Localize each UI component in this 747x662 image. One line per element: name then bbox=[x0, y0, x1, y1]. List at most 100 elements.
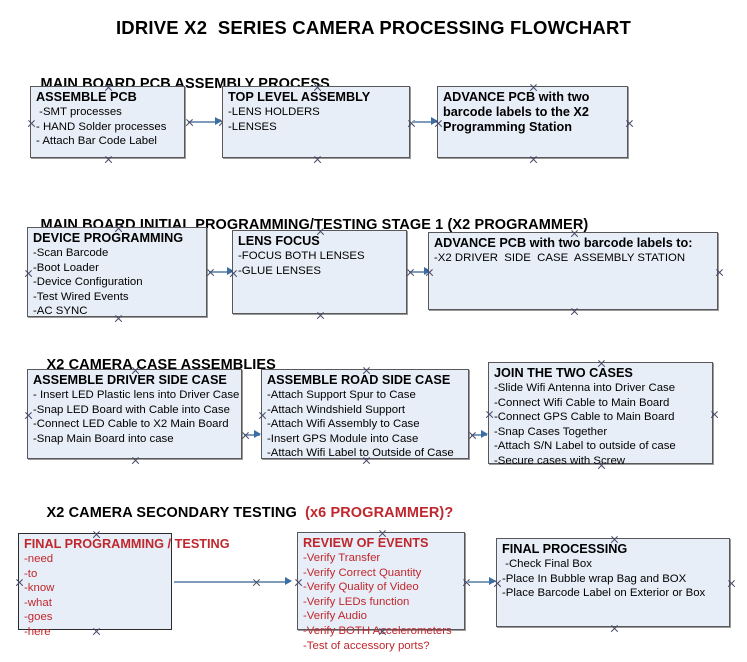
resize-handle-bottom[interactable] bbox=[104, 155, 113, 164]
resize-handle-left[interactable] bbox=[15, 578, 24, 587]
node-line: -FOCUS BOTH LENSES bbox=[238, 250, 365, 262]
node-line: -GLUE LENSES bbox=[238, 264, 321, 277]
node-line: -AC SYNC bbox=[33, 305, 88, 318]
node-line: -Scan Barcode bbox=[33, 247, 109, 259]
node-assemble-driver-side-case[interactable]: ASSEMBLE DRIVER SIDE CASE - Insert LED P… bbox=[27, 369, 242, 459]
node-assemble-pcb[interactable]: ASSEMBLE PCB -SMT processes - HAND Solde… bbox=[30, 86, 185, 158]
resize-handle-right[interactable] bbox=[710, 410, 719, 419]
node-advance-pcb-programming-station[interactable]: ADVANCE PCB with two barcode labels to t… bbox=[437, 86, 628, 158]
node-line: -Attach Wifi Label to Outside of Case bbox=[267, 447, 454, 460]
connector-7 bbox=[174, 581, 289, 583]
node-line: -to bbox=[24, 567, 38, 580]
node-line: -Insert GPS Module into Case bbox=[267, 432, 419, 445]
node-line: -Connect GPS Cable to Main Board bbox=[494, 411, 675, 424]
node-title: ADVANCE PCB with two barcode labels to: bbox=[434, 236, 693, 250]
connector-3 bbox=[209, 271, 231, 273]
node-line: -what bbox=[24, 596, 52, 609]
node-line: - HAND Solder processes bbox=[36, 120, 167, 133]
resize-handle-bottom[interactable] bbox=[316, 311, 325, 320]
node-line: -Test Wired Events bbox=[33, 290, 129, 303]
connector-7-arrowhead bbox=[285, 577, 292, 585]
node-title: ADVANCE PCB with two barcode labels to t… bbox=[443, 90, 590, 134]
node-line: - Insert LED Plastic lens into Driver Ca… bbox=[33, 389, 240, 401]
node-line: -Place Barcode Label on Exterior or Box bbox=[502, 587, 706, 600]
node-line: -Snap Cases Together bbox=[494, 425, 608, 438]
node-lens-focus[interactable]: LENS FOCUS -FOCUS BOTH LENSES -GLUE LENS… bbox=[232, 230, 407, 314]
node-final-processing[interactable]: FINAL PROCESSING -Check Final Box -Place… bbox=[496, 538, 730, 627]
node-title: ASSEMBLE ROAD SIDE CASE bbox=[267, 373, 451, 387]
node-title: JOIN THE TWO CASES bbox=[494, 366, 633, 380]
resize-handle-left[interactable] bbox=[27, 119, 36, 128]
node-line: - Attach Bar Code Label bbox=[36, 135, 157, 148]
node-title: ASSEMBLE PCB bbox=[36, 90, 137, 104]
resize-handle-right[interactable] bbox=[625, 119, 634, 128]
node-line: -Verify Quality of Video bbox=[303, 581, 419, 594]
node-line: -Verify Transfer bbox=[303, 552, 381, 564]
node-line: -Secure cases with Screw bbox=[494, 454, 626, 467]
node-review-of-events[interactable]: REVIEW OF EVENTS -Verify Transfer -Verif… bbox=[294, 532, 465, 652]
node-line: -Attach Windshield Support bbox=[267, 403, 406, 416]
node-device-programming[interactable]: DEVICE PROGRAMMING -Scan Barcode -Boot L… bbox=[27, 227, 207, 317]
node-line: -Place In Bubble wrap Bag and BOX bbox=[502, 572, 687, 585]
node-title: DEVICE PROGRAMMING bbox=[33, 231, 184, 245]
resize-handle-right[interactable] bbox=[407, 119, 416, 128]
section-heading-accent: (x6 PROGRAMMER)? bbox=[305, 505, 454, 521]
node-line: -Attach Wifi Assembly to Case bbox=[267, 418, 420, 431]
node-line: -Verify LEDs function bbox=[303, 595, 410, 608]
node-line: -Connect Wifi Cable to Main Board bbox=[494, 396, 670, 409]
resize-handle-bottom[interactable] bbox=[313, 155, 322, 164]
connector-2-arrowhead bbox=[431, 117, 438, 125]
resize-handle-right[interactable] bbox=[715, 268, 724, 277]
node-line: -know bbox=[24, 582, 55, 595]
node-line-overflow: -Test of accessory ports? bbox=[303, 639, 430, 652]
resize-handle-bottom[interactable] bbox=[131, 456, 140, 465]
section-heading-secondary-testing: X2 CAMERA SECONDARY TESTING (x6 PROGRAMM… bbox=[30, 489, 454, 537]
node-line: -LENSES bbox=[228, 120, 277, 133]
connector-4 bbox=[409, 271, 429, 273]
resize-handle-bottom[interactable] bbox=[529, 155, 538, 164]
node-top-level-assembly[interactable]: TOP LEVEL ASSEMBLY -LENS HOLDERS -LENSES bbox=[222, 86, 410, 158]
connector-8 bbox=[467, 581, 494, 583]
resize-handle-left[interactable] bbox=[24, 411, 33, 420]
resize-handle-left[interactable] bbox=[485, 410, 494, 419]
node-line: -Check Final Box bbox=[502, 558, 592, 570]
resize-handle-right[interactable] bbox=[727, 579, 736, 588]
resize-handle-left[interactable] bbox=[24, 269, 33, 278]
node-title: LENS FOCUS bbox=[238, 234, 320, 248]
node-title: FINAL PROCESSING bbox=[502, 542, 628, 556]
node-line: -Boot Loader bbox=[33, 261, 99, 274]
node-line: -Device Configuration bbox=[33, 276, 143, 289]
node-line: -Snap LED Board with Cable into Case bbox=[33, 403, 230, 416]
connector-5 bbox=[244, 434, 260, 436]
node-title: REVIEW OF EVENTS bbox=[303, 536, 429, 550]
resize-handle-bottom[interactable] bbox=[610, 624, 619, 633]
connector-5-arrowhead bbox=[254, 430, 261, 438]
node-line: -Verify Audio bbox=[303, 610, 367, 623]
node-title: TOP LEVEL ASSEMBLY bbox=[228, 90, 371, 104]
connector-2 bbox=[412, 121, 437, 123]
resize-handle-left[interactable] bbox=[258, 411, 267, 420]
connector-3-arrowhead bbox=[227, 267, 234, 275]
connector-6 bbox=[471, 434, 487, 436]
node-assemble-road-side-case[interactable]: ASSEMBLE ROAD SIDE CASE -Attach Support … bbox=[261, 369, 469, 459]
node-line: -Attach S/N Label to outside of case bbox=[494, 440, 676, 453]
node-title: FINAL PROGRAMMING / TESTING bbox=[24, 537, 230, 551]
connector-4-arrowhead bbox=[424, 267, 431, 275]
resize-handle-left[interactable] bbox=[294, 578, 303, 587]
node-join-the-two-cases[interactable]: JOIN THE TWO CASES -Slide Wifi Antenna i… bbox=[485, 362, 713, 467]
page-title: IDRIVE X2 SERIES CAMERA PROCESSING FLOWC… bbox=[115, 17, 632, 38]
node-line: -Connect LED Cable to X2 Main Board bbox=[33, 418, 229, 431]
node-line: -Verify BOTH Accelerometers bbox=[303, 624, 452, 637]
node-line: -here bbox=[24, 625, 51, 638]
node-final-programming-testing[interactable]: FINAL PROGRAMMING / TESTING -need -to -k… bbox=[15, 533, 230, 638]
resize-handle-bottom[interactable] bbox=[570, 307, 579, 316]
node-line: -goes bbox=[24, 611, 53, 624]
node-line: -Attach Support Spur to Case bbox=[267, 389, 416, 401]
node-line: -Verify Correct Quantity bbox=[303, 566, 422, 579]
section-heading-text: X2 CAMERA SECONDARY TESTING bbox=[46, 505, 306, 521]
node-advance-pcb-case-station[interactable]: ADVANCE PCB with two barcode labels to: … bbox=[428, 232, 718, 310]
node-line: -need bbox=[24, 553, 54, 565]
node-line: -Slide Wifi Antenna into Driver Case bbox=[494, 382, 676, 394]
connector-1-arrowhead bbox=[215, 117, 222, 125]
